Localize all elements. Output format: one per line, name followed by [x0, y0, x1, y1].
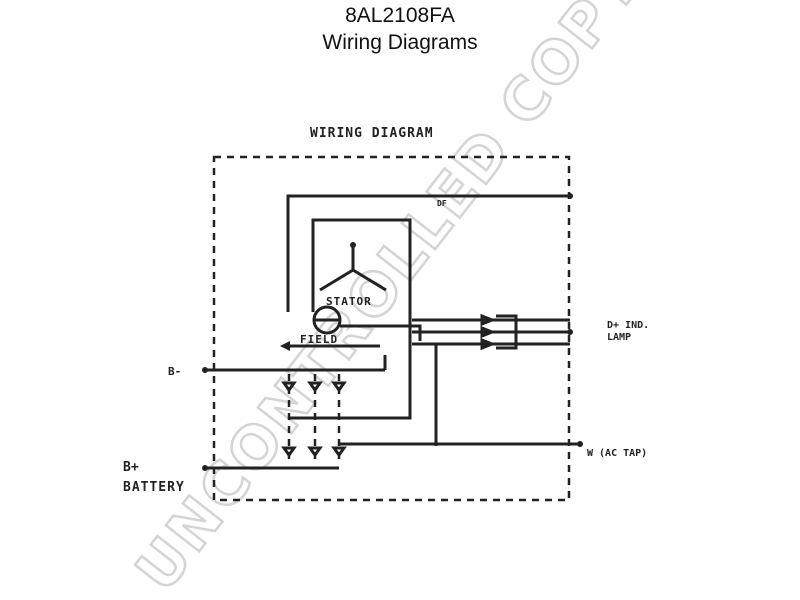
alternator-enclosure — [212, 155, 571, 502]
stator-winding-2 — [352, 268, 387, 292]
rectifier-diode-6 — [331, 446, 347, 458]
d-plus-label-line2: LAMP — [607, 332, 631, 343]
b-plus-label: B+ — [123, 460, 139, 475]
b-minus-label: B- — [168, 365, 181, 378]
stator-label: STATOR — [326, 295, 372, 308]
stator-loop-wire — [311, 218, 412, 420]
stator-node — [350, 242, 356, 248]
diode-trio-2 — [480, 325, 497, 339]
diode-trio-bus — [496, 314, 518, 350]
diagram-subtitle: Wiring Diagrams — [322, 31, 478, 54]
d-plus-terminal — [567, 329, 573, 335]
w-tap-terminal — [577, 441, 583, 447]
title-block: 8AL2108FA Wiring Diagrams — [0, 2, 800, 56]
field-wire-upper — [340, 324, 422, 341]
df-wire — [286, 194, 570, 312]
field-label: FIELD — [300, 333, 338, 346]
rectifier-diode-3 — [331, 381, 347, 393]
diagram-title: WIRING DIAGRAM — [310, 126, 434, 141]
field-arrow-icon — [280, 341, 290, 351]
watermark-text: UNCONTROLLED COPY — [122, 0, 655, 600]
b-minus-terminal — [202, 367, 208, 373]
rectifier-diode-5 — [307, 446, 323, 458]
df-terminal — [567, 193, 573, 199]
df-label: DF — [437, 199, 447, 208]
d-plus-label-line1: D+ IND. — [607, 320, 649, 331]
diode-trio-3 — [480, 337, 497, 351]
diode-trio-1 — [480, 313, 497, 327]
w-tap-label: W (AC TAP) — [587, 448, 647, 459]
b-plus-terminal — [202, 465, 208, 471]
rectifier-diode-4 — [281, 446, 297, 458]
rectifier-diode-2 — [307, 381, 323, 393]
rectifier-diode-1 — [281, 381, 297, 393]
battery-label: BATTERY — [123, 480, 185, 495]
part-number: 8AL2108FA — [345, 4, 455, 27]
